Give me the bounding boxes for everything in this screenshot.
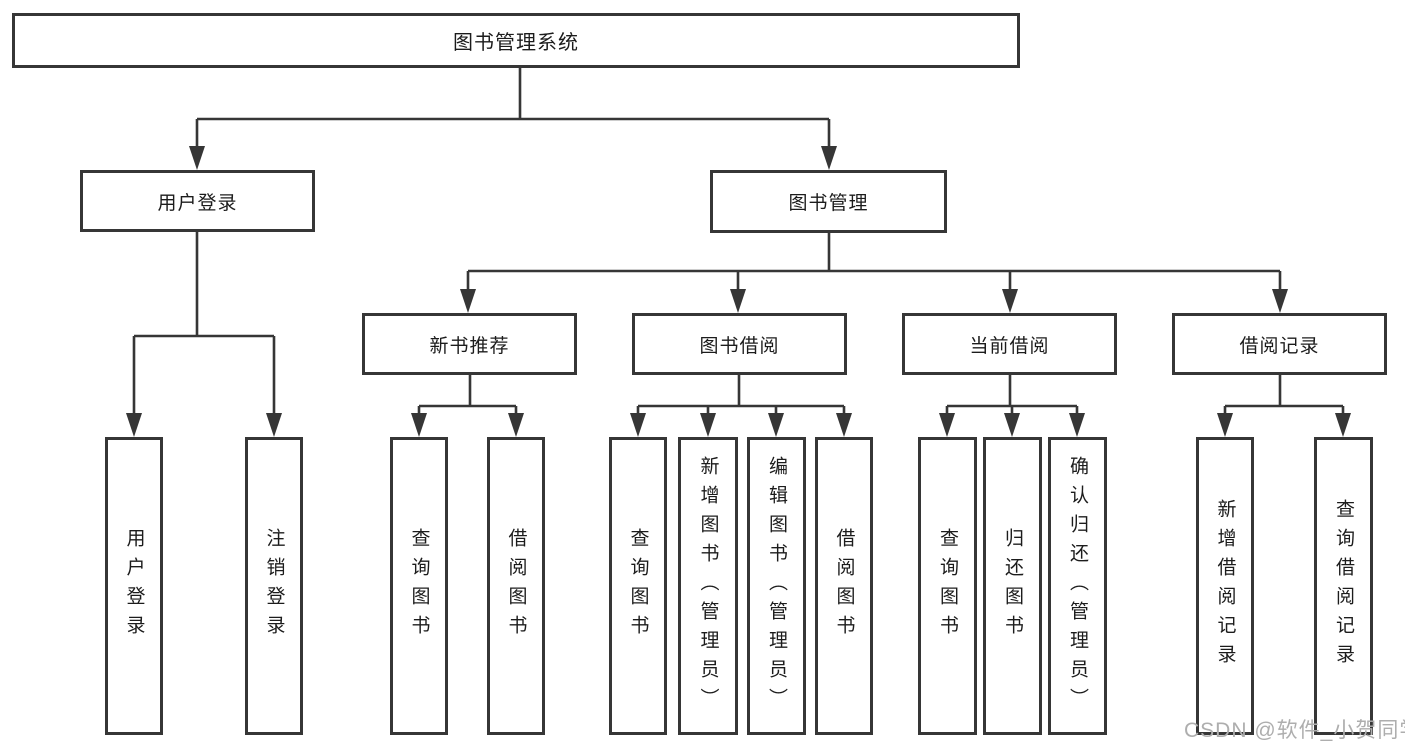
leaf-return-books: 归还图书 bbox=[983, 437, 1042, 735]
node-label: 查询图书 bbox=[408, 528, 430, 644]
leaf-add-books-admin: 新增图书（管理员） bbox=[678, 437, 738, 735]
node-label: 图书管理 bbox=[788, 193, 869, 214]
node-label: 新书推荐 bbox=[429, 335, 510, 357]
leaf-query-books: 查询图书 bbox=[609, 437, 667, 735]
node-book-borrow: 图书借阅 bbox=[632, 313, 847, 375]
csdn-watermark: CSDN @软件_小贺同学 bbox=[1184, 719, 1405, 742]
node-label: 借阅记录 bbox=[1239, 335, 1320, 357]
node-label: 查询借阅记录 bbox=[1333, 499, 1354, 673]
node-user-login: 用户登录 bbox=[80, 170, 315, 232]
node-current-borrow: 当前借阅 bbox=[902, 313, 1117, 375]
node-label: 注销登录 bbox=[263, 528, 285, 644]
leaf-logout: 注销登录 bbox=[245, 437, 303, 735]
node-label: 新增借阅记录 bbox=[1214, 499, 1236, 673]
node-book-management: 图书管理 bbox=[710, 170, 947, 233]
node-label: 查询图书 bbox=[627, 528, 649, 644]
node-label: 确认归还（管理员） bbox=[1067, 455, 1088, 717]
leaf-borrow-books: 借阅图书 bbox=[815, 437, 873, 735]
node-label: 用户登录 bbox=[123, 528, 145, 644]
node-label: 图书管理系统 bbox=[453, 32, 579, 54]
leaf-edit-books-admin: 编辑图书（管理员） bbox=[747, 437, 806, 735]
node-label: 归还图书 bbox=[1002, 528, 1023, 644]
arrowhead-icons bbox=[126, 146, 1351, 437]
node-label: 用户登录 bbox=[157, 192, 238, 214]
node-label: 编辑图书（管理员） bbox=[766, 455, 787, 717]
leaf-add-borrow-record: 新增借阅记录 bbox=[1196, 437, 1254, 735]
leaf-query-books-recommend: 查询图书 bbox=[390, 437, 448, 735]
node-label: 查询图书 bbox=[937, 528, 958, 644]
node-new-book-recommend: 新书推荐 bbox=[362, 313, 577, 375]
leaf-query-books-current: 查询图书 bbox=[918, 437, 977, 735]
node-library-management-system: 图书管理系统 bbox=[12, 13, 1020, 68]
leaf-user-login: 用户登录 bbox=[105, 437, 163, 735]
node-label: 当前借阅 bbox=[969, 335, 1050, 357]
node-label: 新增图书（管理员） bbox=[697, 455, 719, 717]
leaf-query-borrow-record: 查询借阅记录 bbox=[1314, 437, 1373, 735]
node-label: 借阅图书 bbox=[505, 528, 527, 644]
node-label: 图书借阅 bbox=[699, 335, 780, 357]
node-borrow-records: 借阅记录 bbox=[1172, 313, 1387, 375]
leaf-confirm-return-admin: 确认归还（管理员） bbox=[1048, 437, 1107, 735]
leaf-borrow-books-recommend: 借阅图书 bbox=[487, 437, 545, 735]
node-label: 借阅图书 bbox=[833, 528, 855, 644]
